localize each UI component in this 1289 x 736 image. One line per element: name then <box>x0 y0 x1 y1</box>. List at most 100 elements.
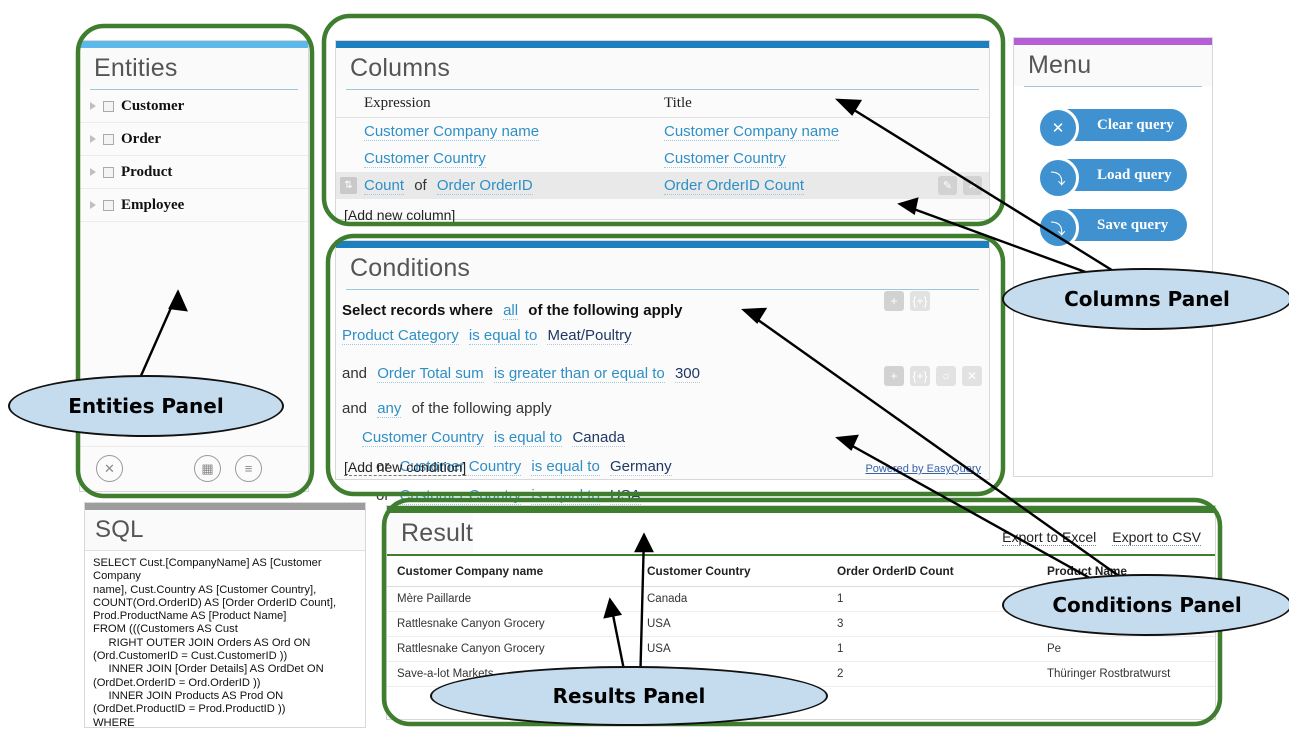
column-title-link[interactable]: Customer Country <box>664 150 786 168</box>
group-toggle-circle-icon[interactable]: ○ <box>936 366 956 386</box>
columns-table-header: Expression Title <box>336 90 989 118</box>
close-circle-icon[interactable]: ✕ <box>96 455 123 482</box>
conditions-body: Select records where all of the followin… <box>336 290 989 510</box>
expand-triangle-icon[interactable] <box>90 102 96 110</box>
callout-entities-panel: Entities Panel <box>8 375 284 437</box>
condition-value-link[interactable]: 300 <box>674 365 700 383</box>
expand-triangle-icon[interactable] <box>90 168 96 176</box>
conjunction-and-label: and <box>342 365 368 382</box>
conjunction-or-label: or <box>376 487 390 504</box>
columns-title: Columns <box>336 48 989 89</box>
entity-row-product[interactable]: Product <box>80 156 308 189</box>
entity-label: Order <box>121 130 161 147</box>
load-query-button[interactable]: ⤵ Load query <box>1037 157 1187 199</box>
condition-operator-link[interactable]: is greater than or equal to <box>493 365 665 383</box>
condition-operator-link[interactable]: is equal to <box>493 429 563 447</box>
root-conjunction-link[interactable]: all <box>503 302 519 320</box>
callout-results-panel: Results Panel <box>430 666 828 726</box>
condition-value-link[interactable]: USA <box>609 487 641 505</box>
condition-value-link[interactable]: Canada <box>572 429 625 447</box>
columns-panel-bar <box>336 41 989 48</box>
expand-triangle-icon[interactable] <box>90 135 96 143</box>
export-to-excel-link[interactable]: Export to Excel <box>1002 529 1097 546</box>
entity-row-employee[interactable]: Employee <box>80 189 308 222</box>
column-title-link[interactable]: Order OrderID Count <box>664 177 805 195</box>
menu-panel: Menu ✕ Clear query ⤵ Load query ⤵ Save q… <box>1013 37 1213 477</box>
cell-company: Mère Paillarde <box>387 586 637 612</box>
save-query-button[interactable]: ⤵ Save query <box>1037 207 1187 249</box>
entity-row-customer[interactable]: Customer <box>80 90 308 123</box>
load-query-label: Load query <box>1097 166 1172 183</box>
export-to-csv-link[interactable]: Export to CSV <box>1112 529 1201 546</box>
column-header-title: Title <box>664 95 692 111</box>
entity-label: Employee <box>121 196 185 213</box>
column-title-link[interactable]: Customer Company name <box>664 123 840 141</box>
add-condition-plus-icon[interactable]: + <box>884 291 904 311</box>
delete-group-x-icon[interactable]: ✕ <box>962 366 982 386</box>
cell-product: Thüringer Rostbratwurst <box>1037 661 1215 687</box>
list-circle-icon[interactable]: ≡ <box>235 455 262 482</box>
condition-value-link[interactable]: Meat/Poultry <box>547 327 632 345</box>
drag-handle-icon[interactable]: ⇅ <box>340 177 357 194</box>
table-row[interactable]: Rattlesnake Canyon Grocery USA 1 Pe <box>387 636 1215 662</box>
entity-label: Customer <box>121 97 185 114</box>
cell-country: USA <box>637 611 827 637</box>
result-panel-bar <box>387 506 1215 513</box>
column-expression-link[interactable]: Customer Country <box>364 150 486 168</box>
column-expression-link[interactable]: Customer Company name <box>364 123 540 141</box>
entity-row-order[interactable]: Order <box>80 123 308 156</box>
delete-x-icon[interactable]: ✕ <box>963 176 982 195</box>
checkbox-icon[interactable] <box>103 100 114 112</box>
result-export-actions: Export to Excel Export to CSV <box>1002 529 1215 554</box>
column-aggregate-link[interactable]: Count <box>364 177 405 195</box>
edit-pencil-icon[interactable]: ✎ <box>938 176 957 195</box>
add-group-icon[interactable]: {+} <box>910 366 930 386</box>
condition-field-link[interactable]: Customer Country <box>362 429 484 447</box>
condition-operator-link[interactable]: is equal to <box>531 487 600 505</box>
group-conjunction-link[interactable]: any <box>377 400 402 418</box>
add-new-condition-link[interactable]: [Add new condition] <box>344 459 467 476</box>
column-of-label: of <box>414 177 427 194</box>
menu-panel-bar <box>1014 38 1212 45</box>
powered-by-easyquery-link[interactable]: Powered by EasyQuery <box>865 463 981 475</box>
callout-label: Results Panel <box>552 684 706 708</box>
table-circle-icon[interactable]: ▦ <box>194 455 221 482</box>
following-apply-label: of the following apply <box>528 302 683 319</box>
column-row-selected[interactable]: ⇅ Count of Order OrderID Order OrderID C… <box>336 172 989 199</box>
expand-triangle-icon[interactable] <box>90 201 96 209</box>
condition-operator-link[interactable]: is equal to <box>531 458 600 476</box>
conjunction-and-label: and <box>342 400 368 417</box>
condition-line-3[interactable]: Customer Country is equal to Canada <box>342 423 979 452</box>
add-group-icon[interactable]: {+} <box>910 291 930 311</box>
column-row[interactable]: Customer Company name Customer Company n… <box>336 118 989 145</box>
condition-operator-link[interactable]: is equal to <box>468 327 538 345</box>
add-condition-plus-icon[interactable]: + <box>884 366 904 386</box>
callout-label: Conditions Panel <box>1052 593 1242 617</box>
condition-value-link[interactable]: Germany <box>609 458 672 476</box>
checkbox-icon[interactable] <box>103 133 114 145</box>
cell-count: 2 <box>827 661 1037 687</box>
select-records-label: Select records where <box>342 302 493 319</box>
result-header: Result Export to Excel Export to CSV <box>387 513 1215 554</box>
condition-field-link[interactable]: Order Total sum <box>377 365 484 383</box>
callout-columns-panel: Columns Panel <box>1002 268 1289 330</box>
condition-field-link[interactable]: Customer Country <box>399 487 522 505</box>
cell-count: 3 <box>827 611 1037 637</box>
add-new-column-link[interactable]: [Add new column] <box>344 207 456 224</box>
sql-panel: SQL SELECT Cust.[CompanyName] AS [Custom… <box>84 502 366 729</box>
close-x-icon: ✕ <box>1037 107 1079 149</box>
callout-conditions-panel: Conditions Panel <box>1002 574 1289 636</box>
column-field-link[interactable]: Order OrderID <box>436 177 533 195</box>
checkbox-icon[interactable] <box>103 166 114 178</box>
result-title: Result <box>387 513 474 554</box>
condition-group-header[interactable]: and any of the following apply <box>342 394 979 423</box>
column-header-expression: Expression <box>364 95 431 111</box>
checkbox-icon[interactable] <box>103 199 114 211</box>
sql-query-text: SELECT Cust.[CompanyName] AS [Customer C… <box>93 557 337 729</box>
condition-field-link[interactable]: Product Category <box>342 327 459 345</box>
result-col-header-country: Customer Country <box>637 556 827 587</box>
clear-query-button[interactable]: ✕ Clear query <box>1037 107 1187 149</box>
condition-line-1[interactable]: Product Category is equal to Meat/Poultr… <box>342 325 979 347</box>
column-row[interactable]: Customer Country Customer Country <box>336 145 989 172</box>
